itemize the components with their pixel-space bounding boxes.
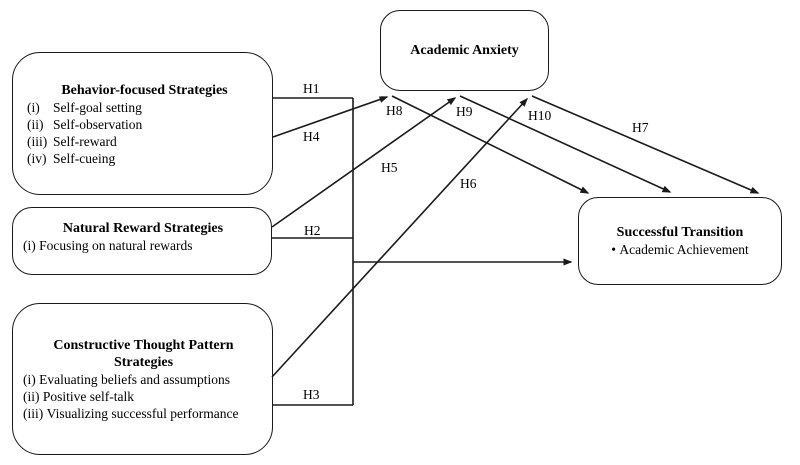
item-text: Focusing on natural rewards	[39, 238, 193, 253]
edge-h5-natural-to-anxiety	[271, 97, 457, 228]
hypothesis-label-h4: H4	[303, 129, 320, 144]
item-text: Self-cueing	[53, 151, 116, 166]
item-text: Self-observation	[53, 117, 143, 132]
item-text: Visualizing successful performance	[46, 406, 239, 421]
list-item: (ii) Positive self-talk	[23, 388, 264, 405]
box-successful-transition: Successful Transition • Academic Achieve…	[578, 197, 782, 285]
hypothesis-label-h3: H3	[303, 387, 320, 402]
hypothesis-label-h1: H1	[303, 81, 320, 96]
list-item: (i) Focusing on natural rewards	[23, 237, 263, 254]
list-item: (iii) Visualizing successful performance	[23, 405, 264, 422]
hypothesis-label-h6: H6	[460, 176, 477, 191]
item-marker: (iv)	[27, 151, 47, 166]
box-academic-anxiety: Academic Anxiety	[380, 10, 549, 91]
item-text: Academic Achievement	[619, 242, 749, 257]
item-marker: (i)	[23, 238, 36, 253]
item-text: Self-goal setting	[53, 100, 142, 115]
list-item: (i) Self-goal setting	[27, 99, 262, 116]
item-marker: (iii)	[27, 134, 48, 149]
list-item: (iii) Self-reward	[27, 133, 262, 150]
box-item-list: • Academic Achievement	[611, 241, 748, 258]
item-marker: (i)	[23, 372, 36, 387]
box-constructive-thought-pattern-strategies: Constructive Thought Pattern Strategies …	[12, 303, 273, 455]
item-marker: •	[611, 242, 617, 257]
box-title: Successful Transition	[616, 225, 744, 240]
list-item: • Academic Achievement	[611, 241, 748, 258]
box-item-list: (i) Evaluating beliefs and assumptions (…	[23, 371, 264, 422]
hypothesis-label-h10: H10	[528, 108, 552, 123]
hypothesis-label-h8: H8	[386, 103, 403, 118]
item-text: Evaluating beliefs and assumptions	[39, 372, 230, 387]
hypothesis-label-h5: H5	[381, 160, 398, 175]
list-item: (ii) Self-observation	[27, 116, 262, 133]
item-marker: (ii)	[23, 389, 40, 404]
box-behavior-focused-strategies: Behavior-focused Strategies (i) Self-goal…	[12, 52, 273, 195]
item-marker: (i)	[27, 100, 40, 115]
box-title: Natural Reward Strategies	[62, 221, 224, 236]
edge-anxiety-to-transition-1	[391, 95, 590, 194]
box-natural-reward-strategies: Natural Reward Strategies (i) Focusing o…	[12, 207, 272, 275]
list-item: (i) Evaluating beliefs and assumptions	[23, 371, 264, 388]
item-marker: (ii)	[27, 117, 44, 132]
box-item-list: (i) Focusing on natural rewards	[23, 237, 263, 254]
hypothesis-label-h9: H9	[456, 104, 473, 119]
box-item-list: (i) Self-goal setting (ii) Self-observatio…	[27, 99, 262, 167]
list-item: (iv) Self-cueing	[27, 150, 262, 167]
box-title: Academic Anxiety	[410, 43, 519, 58]
box-title: Constructive Thought Pattern Strategies	[53, 338, 234, 370]
box-title: Behavior-focused Strategies	[61, 83, 228, 98]
item-text: Self-reward	[53, 134, 117, 149]
edge-h4-behavior-to-anxiety	[272, 96, 389, 138]
edge-h7-anxiety-to-transition	[531, 95, 760, 194]
edge-anxiety-to-transition-2	[459, 95, 672, 193]
item-text: Positive self-talk	[42, 389, 134, 404]
item-marker: (iii)	[23, 406, 44, 421]
hypothesis-label-h2: H2	[304, 223, 321, 238]
hypothesis-label-h7: H7	[632, 120, 649, 135]
